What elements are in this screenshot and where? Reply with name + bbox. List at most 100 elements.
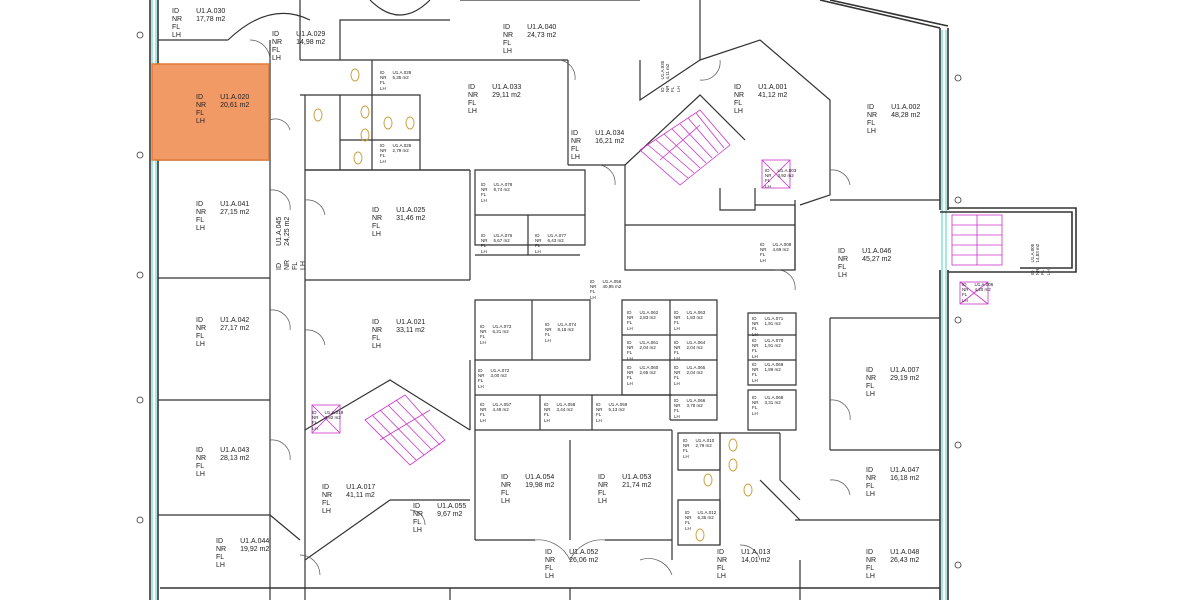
room-id: U1.A.047 — [890, 467, 920, 474]
room-id: U1.A.044 — [240, 538, 270, 545]
field-key: FL — [272, 47, 281, 55]
room-area: 40,95 m2 — [602, 284, 622, 290]
interior-walls — [158, 0, 940, 600]
field-key: NR — [590, 284, 597, 290]
room-id: U1.A.019 — [324, 410, 344, 415]
room-area: 29,19 m2 — [890, 375, 920, 383]
room-area: 6,35 m2 — [697, 515, 714, 521]
field-key: ID — [372, 207, 379, 214]
field-key: LH — [627, 325, 633, 331]
field-key: FL — [760, 252, 766, 258]
field-key: LH — [866, 491, 875, 499]
room-id: U1.A.045 — [276, 216, 283, 246]
room-id: U1.A.002 — [891, 104, 921, 111]
room-id: U1.A.072 — [490, 368, 510, 373]
field-key: FL — [734, 100, 743, 108]
field-key: NR — [480, 407, 487, 413]
field-key: FL — [196, 110, 205, 118]
field-key: LH — [480, 417, 486, 423]
room-area: 2,04 m2 — [686, 370, 703, 376]
field-key: NR — [752, 343, 759, 349]
room-id: U1.A.078 — [493, 182, 513, 187]
stair-symbols — [311, 109, 1003, 466]
highlighted-room-a020[interactable] — [151, 63, 270, 161]
room-id: U1.A.071 — [764, 316, 784, 321]
